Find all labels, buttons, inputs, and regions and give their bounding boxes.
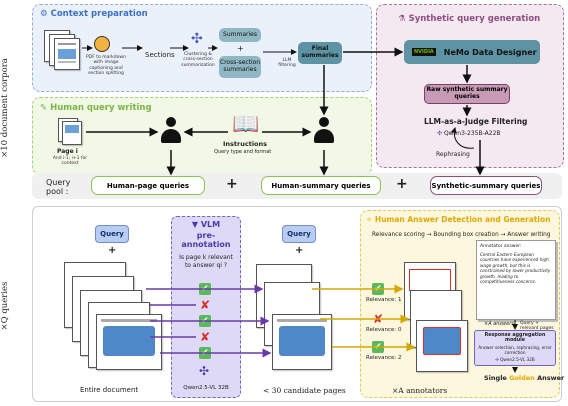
- aggregation-desc: Answer selection, rephrasing, error corr…: [478, 345, 552, 355]
- aggregation-module: Response aggregation module Answer selec…: [474, 330, 556, 366]
- check-icon: ✔: [199, 315, 211, 327]
- query-box-middle: Query: [282, 225, 316, 243]
- answer-text: Answer: [537, 374, 565, 382]
- bottom-frame: [32, 206, 562, 402]
- entire-document-label: Entire document: [80, 386, 139, 394]
- page-i-context: And i-1, i+1 for context: [52, 156, 88, 167]
- pencil-icon: ✎: [40, 103, 48, 113]
- human-writing-title-text: Human query writing: [50, 103, 152, 113]
- annotators-label: ×A annotators: [392, 386, 448, 395]
- annotated-page-3: [416, 320, 468, 372]
- human-summary-queries-pill: Human-summary queries: [261, 176, 381, 195]
- sections-label: Sections: [145, 51, 175, 59]
- query-relevant-label: Query + relevant pages: [520, 321, 554, 331]
- cluster-icon: ✣: [191, 31, 203, 47]
- relevance-0-label: Relevance: 0: [366, 327, 402, 333]
- nvidia-logo: NVIDIA: [412, 48, 436, 56]
- vlm-title-text: VLM: [200, 220, 221, 229]
- candidate-page-3: [272, 314, 332, 370]
- cross-section-box: Cross-section summaries: [219, 56, 261, 78]
- cross-icon: ✘: [372, 312, 384, 326]
- gear-icon: ⚙: [40, 9, 48, 19]
- check-icon: ✔: [199, 283, 211, 295]
- nemo-label: NeMo Data Designer: [443, 47, 537, 57]
- xa-answers-label: ×A answers: [484, 321, 514, 327]
- qwen-icon: ✣: [495, 357, 499, 362]
- filter-icon: ▼: [191, 220, 199, 229]
- llm-filtering-caption: LLM filtering: [278, 58, 296, 69]
- single-text: Single: [484, 374, 507, 382]
- queries-label-text: ×Q queries: [0, 281, 10, 331]
- aggregation-model: ✣ Qwen2.5-VL 32B: [475, 357, 555, 362]
- annotator-answer-card: Annotator answer: Central Eastern Europe…: [476, 240, 556, 320]
- annotator-answer-title: Annotator answer:: [480, 244, 522, 249]
- context-preparation-title: ⚙ Context preparation: [40, 9, 148, 19]
- single-golden-answer: Single Golden Answer: [484, 374, 564, 382]
- page-i-front: [62, 121, 82, 145]
- nemo-box: NVIDIA NeMo Data Designer: [404, 40, 540, 64]
- final-summaries-box: Final summaries: [298, 42, 342, 64]
- vlm-title: ▼ VLM: [176, 220, 236, 229]
- cross-icon: ✘: [199, 298, 211, 312]
- synthetic-title-text: Synthetic query generation: [408, 14, 541, 24]
- relevance-1-label: Relevance: 1: [366, 297, 402, 303]
- synthetic-title: ⚗ Synthetic query generation: [398, 14, 540, 24]
- summaries-plus: +: [237, 44, 244, 53]
- bulb-icon: ✧: [366, 215, 373, 224]
- check-icon: ✔: [199, 347, 211, 359]
- page-i-label: Page i: [57, 148, 78, 155]
- raw-synthetic-box: Raw synthetic summary queries: [424, 84, 510, 104]
- instructions-label: Instructions: [223, 140, 268, 148]
- annotator-answer-text: Central Eastern European countries have …: [480, 252, 551, 285]
- human-writing-title: ✎ Human query writing: [40, 103, 152, 113]
- human-summary-writer-icon: [313, 117, 335, 147]
- corpora-label-text: ×10 document corpora: [0, 58, 10, 158]
- cross-icon: ✘: [199, 330, 211, 344]
- pool-plus-2: +: [396, 176, 408, 192]
- synthetic-summary-queries-pill: Synthetic-summary queries: [430, 176, 542, 195]
- candidate-pages-label: < 30 candidate pages: [263, 386, 346, 395]
- pdf-page-front: [54, 38, 80, 70]
- rephrasing-label: Rephrasing: [436, 151, 470, 158]
- qwen-vlm-icon: ✣: [199, 364, 210, 378]
- summaries-box: Summaries: [219, 28, 261, 42]
- answer-title: ✧ Human Answer Detection and Generation: [366, 215, 550, 224]
- cluster-caption: Clustering & cross-section summarization: [181, 52, 215, 68]
- query-box-left: Query: [95, 225, 129, 243]
- flask-icon: ⚗: [398, 14, 406, 24]
- doc-tool-icon: [94, 36, 110, 52]
- query-plus-left: +: [108, 245, 117, 256]
- pool-plus-1: +: [226, 176, 238, 192]
- qwen-icon: ✣: [437, 130, 443, 137]
- aggregation-title: Response aggregation module: [484, 333, 546, 343]
- instructions-sub: Query type and format: [214, 149, 272, 155]
- aggregation-model-text: Qwen2.5-VL 32B: [500, 357, 535, 362]
- vlm-panel: [171, 216, 241, 398]
- doc-page-5: [96, 314, 162, 370]
- pdf-caption: PDF to markdown with image captioning an…: [86, 55, 126, 77]
- check-icon: ✔: [372, 341, 384, 353]
- judge-label: LLM-as-a-Judge Filtering: [424, 117, 528, 126]
- corpora-side-label: ×10 document corpora: [0, 58, 12, 158]
- answer-title-text: Human Answer Detection and Generation: [374, 215, 551, 224]
- context-title-text: Context preparation: [50, 9, 148, 19]
- query-plus-middle: +: [295, 245, 304, 256]
- answer-pipeline: Relevance scoring → Bounding box creatio…: [372, 232, 551, 238]
- query-pool-label: Query pool :: [46, 178, 71, 196]
- human-page-queries-pill: Human-page queries: [91, 176, 205, 195]
- vlm-question: Is page k relevant to answer qi ?: [179, 254, 233, 269]
- judge-model-text: Qwen3-235B-A22B: [443, 130, 501, 137]
- human-writer-icon: [160, 117, 182, 147]
- book-icon: 📖: [232, 112, 260, 137]
- vlm-model: Qwen2.5-VL 32B: [183, 385, 229, 391]
- check-icon: ✔: [372, 283, 384, 295]
- judge-model: ✣ Qwen3-235B-A22B: [437, 130, 501, 137]
- golden-text: Golden: [509, 374, 535, 382]
- relevance-2-label: Relevance: 2: [366, 355, 402, 361]
- vlm-title-2: pre-annotation: [181, 231, 231, 249]
- queries-side-label: ×Q queries: [0, 278, 12, 334]
